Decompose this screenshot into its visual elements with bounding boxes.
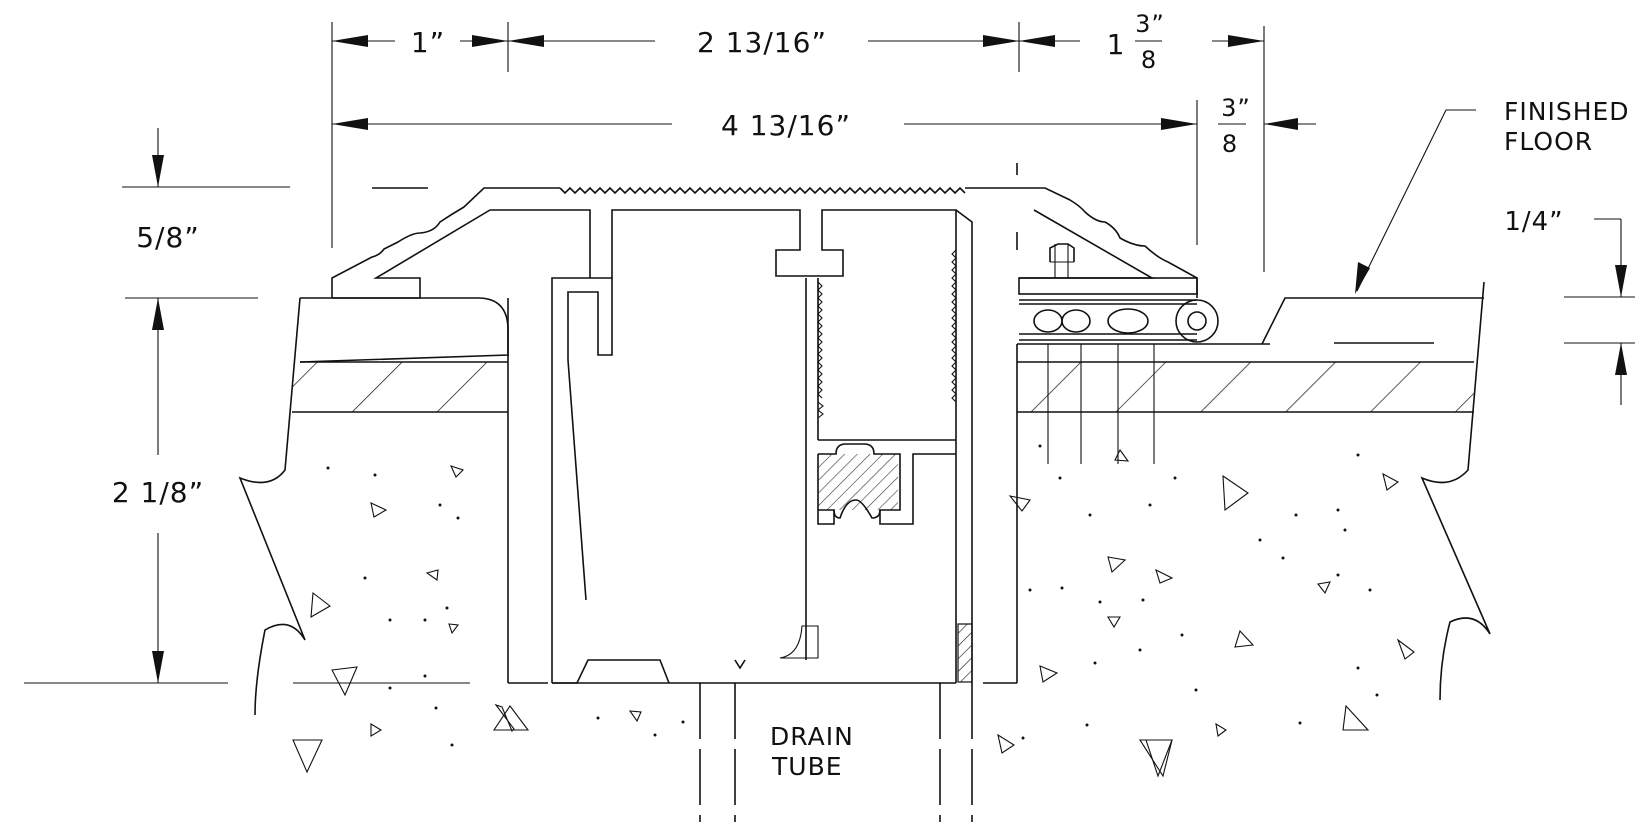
dim-left-upper: 5/8” xyxy=(136,221,200,254)
dim-left-lower: 2 1/8” xyxy=(112,476,204,509)
dim-right-recess: 1/4” xyxy=(1504,207,1563,237)
dim-top-right-whole: 1 xyxy=(1107,28,1126,61)
trench-body xyxy=(551,209,973,684)
right-slab xyxy=(983,281,1491,701)
concrete-aggregate xyxy=(292,444,1415,778)
dim-top-left: 1” xyxy=(411,26,445,59)
drain-tube-label-1: DRAIN xyxy=(770,722,854,751)
finished-floor-label-2: FLOOR xyxy=(1504,127,1593,156)
dimension-lines xyxy=(24,22,1635,684)
dim-top-right-num: 3” xyxy=(1135,10,1165,38)
dim-small-right-den: 8 xyxy=(1222,130,1238,158)
dim-overall: 4 13/16” xyxy=(721,109,851,142)
drain-tube-label-2: TUBE xyxy=(771,752,843,781)
callout-labels: FINISHED FLOOR DRAIN TUBE xyxy=(770,97,1630,781)
left-slab xyxy=(238,297,548,716)
hold-down-hardware xyxy=(1018,243,1219,464)
dimension-labels: 1” 2 13/16” 1 3” 8 4 13/16” 3” 8 5/8” 2 … xyxy=(112,10,1563,509)
finished-floor-label-1: FINISHED xyxy=(1504,97,1630,126)
dim-top-right-den: 8 xyxy=(1141,46,1157,74)
dim-top-middle: 2 13/16” xyxy=(697,26,827,59)
dim-small-right-num: 3” xyxy=(1221,94,1251,122)
drain-tube xyxy=(699,683,973,822)
